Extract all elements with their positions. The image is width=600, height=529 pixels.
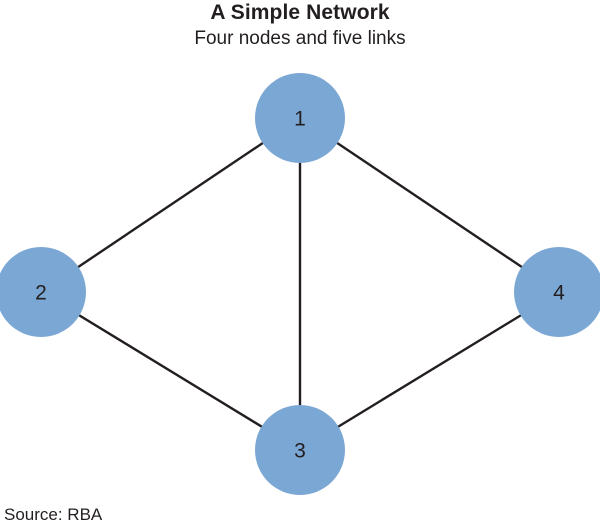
link-3-4 bbox=[299, 290, 560, 452]
node-circle-2[interactable] bbox=[0, 247, 86, 337]
node-label-4: 4 bbox=[553, 282, 565, 305]
node-2[interactable]: 2 bbox=[0, 247, 86, 337]
chart-title: A Simple Network bbox=[210, 1, 390, 24]
node-label-3: 3 bbox=[294, 440, 306, 463]
link-2-3 bbox=[40, 290, 301, 452]
link-1-2 bbox=[40, 117, 301, 293]
node-4[interactable]: 4 bbox=[514, 247, 600, 337]
node-label-1: 1 bbox=[294, 108, 306, 131]
links-layer bbox=[40, 117, 560, 452]
chart-subtitle: Four nodes and five links bbox=[194, 28, 406, 49]
node-circle-3[interactable] bbox=[255, 405, 345, 495]
source-note: Source: RBA bbox=[4, 505, 103, 524]
node-circle-4[interactable] bbox=[514, 247, 600, 337]
node-3[interactable]: 3 bbox=[255, 405, 345, 495]
node-1[interactable]: 1 bbox=[255, 73, 345, 163]
node-label-2: 2 bbox=[35, 282, 47, 305]
nodes-layer: 1 2 3 4 bbox=[0, 73, 600, 495]
node-circle-1[interactable] bbox=[255, 73, 345, 163]
link-1-4 bbox=[299, 117, 560, 293]
